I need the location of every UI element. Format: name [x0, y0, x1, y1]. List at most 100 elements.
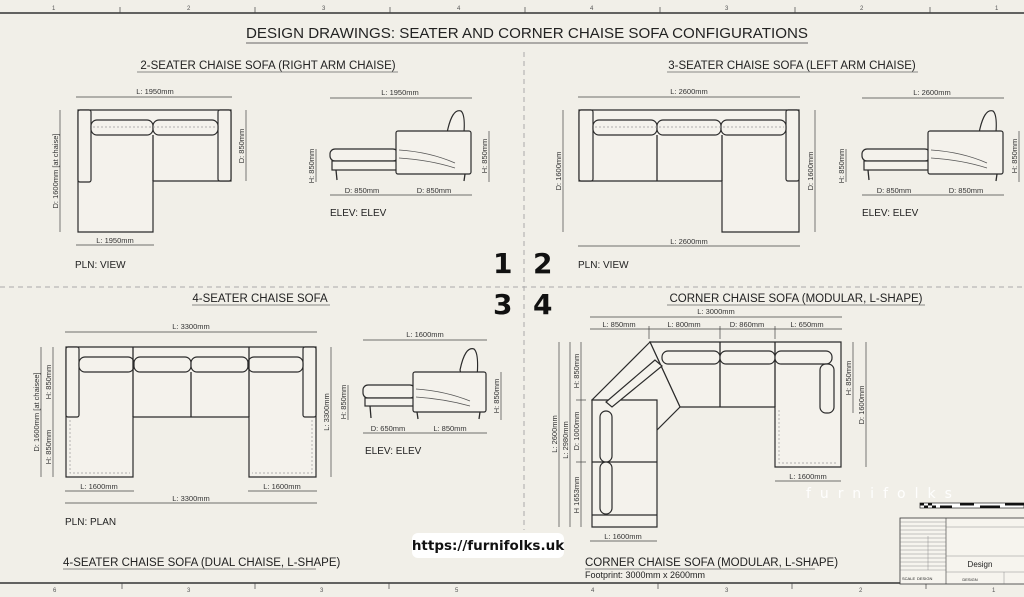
zone-label: 3	[187, 588, 191, 594]
q3-elevation-drawing	[362, 348, 487, 420]
q4-plan-right-depth: D: 1600mm	[857, 386, 866, 425]
quadrant-1: 2-SEATER CHAISE SOFA (RIGHT ARM CHAISE) …	[51, 60, 490, 271]
q4-plan-right-height: H: 850mm	[844, 361, 853, 396]
bottom-border: 6 3 3 5 4 3 2 1	[0, 582, 1024, 594]
top-border: 1 2 3 4 4 3 2 1	[0, 6, 1024, 14]
q1-elev-depth-2: D: 850mm	[417, 186, 452, 195]
q4-plan-left-length-2: L: 2980mm	[561, 421, 570, 459]
q1-plan-depth-right: D: 850mm	[237, 129, 246, 164]
q3-plan-drawing	[65, 346, 317, 478]
zone-label: 4	[457, 6, 461, 12]
q2-plan-drawing	[578, 109, 800, 233]
watermark: furnifolks	[806, 486, 961, 502]
title-block-drawn: DESIGN	[962, 577, 977, 582]
q1-plan-label: PLN: VIEW	[75, 260, 126, 271]
zone-label: 2	[859, 588, 863, 594]
zone-label: 4	[591, 588, 595, 594]
q4-plan-left-depth: D: 1000mm	[572, 412, 581, 451]
q4-plan-segment: D: 860mm	[730, 320, 765, 329]
q1-plan-drawing	[77, 109, 232, 233]
q4-plan-segment: L: 650mm	[790, 320, 823, 329]
q2-elev-height-right: H: 850mm	[1010, 139, 1019, 174]
q3-elev-length-top: L: 1600mm	[406, 330, 444, 339]
q1-elev-label: ELEV: ELEV	[330, 208, 387, 219]
quadrant-2: 3-SEATER CHAISE SOFA (LEFT ARM CHAISE) L…	[554, 60, 1020, 271]
q3-footer-title: 4-SEATER CHAISE SOFA (DUAL CHAISE, L-SHA…	[63, 557, 341, 569]
q4-footer-title: CORNER CHAISE SOFA (MODULAR, L-SHAPE)	[585, 557, 838, 569]
q4-plan-length-bottom: L: 1600mm	[604, 532, 642, 541]
zone-label: 1	[995, 6, 999, 12]
q2-elevation-drawing	[861, 110, 1004, 182]
q3-plan-label: PLN: PLAN	[65, 517, 116, 528]
q3-plan-depth-left: D: 1600mm [at chaisee]	[32, 372, 41, 451]
page-title: DESIGN DRAWINGS: SEATER AND CORNER CHAIS…	[246, 25, 808, 42]
q3-elev-depth-2: L: 850mm	[433, 424, 466, 433]
q4-plan-segment: L: 800mm	[667, 320, 700, 329]
q3-plan-height-upper: H: 850mm	[44, 365, 53, 400]
q3-plan-length-bottom: L: 3300mm	[172, 494, 210, 503]
quadrant-4: CORNER CHAISE SOFA (MODULAR, L-SHAPE)	[550, 293, 925, 580]
quadrant-number-1: 1	[493, 247, 512, 280]
title-block: SCALE DESIGN Design DESIGN	[899, 517, 1024, 585]
q1-elev-height-left: H: 850mm	[307, 149, 316, 184]
zone-label: 5	[455, 588, 459, 594]
q1-elevation-drawing	[329, 110, 472, 182]
q4-plan-drawing	[590, 340, 842, 528]
q3-elev-depth-1: D: 650mm	[371, 424, 406, 433]
zone-label: 3	[320, 588, 324, 594]
zone-label: 1	[992, 588, 996, 594]
q3-elev-label: ELEV: ELEV	[365, 446, 422, 457]
zone-label: 4	[590, 6, 594, 12]
q2-elev-length-top: L: 2600mm	[913, 88, 951, 97]
q1-elev-length-top: L: 1950mm	[381, 88, 419, 97]
zone-label: 1	[52, 6, 56, 12]
q4-plan-segment: L: 850mm	[602, 320, 635, 329]
q4-plan-length-top: L: 3000mm	[697, 307, 735, 316]
q1-elev-depth-1: D: 850mm	[345, 186, 380, 195]
zone-label: 3	[322, 6, 326, 12]
q1-plan-length-bottom: L: 1950mm	[96, 236, 134, 245]
zone-label: 2	[187, 6, 191, 12]
q2-plan-length-bottom: L: 2600mm	[670, 237, 708, 246]
q4-plan-left-length-1: L: 2600mm	[550, 415, 559, 453]
title-block-scale-value: DESIGN	[917, 576, 932, 581]
q4-plan-left-height: H: 850mm	[572, 354, 581, 389]
q2-plan-length-top: L: 2600mm	[670, 87, 708, 96]
q4-title: CORNER CHAISE SOFA (MODULAR, L-SHAPE)	[669, 293, 922, 305]
q3-plan-length-right: L: 3300mm	[322, 393, 331, 431]
zone-label: 6	[53, 588, 57, 594]
quadrant-3: 4-SEATER CHAISE SOFA L: 3300mm D: 1600mm…	[32, 293, 502, 570]
q2-elev-height-left: H: 850mm	[837, 149, 846, 184]
q4-footprint: Footprint: 3000mm x 2600mm	[585, 570, 705, 580]
q4-plan-chaise-length: L: 1600mm	[789, 472, 827, 481]
q1-title: 2-SEATER CHAISE SOFA (RIGHT ARM CHAISE)	[140, 60, 395, 72]
zone-label: 3	[725, 6, 729, 12]
q3-title: 4-SEATER CHAISE SOFA	[192, 293, 328, 305]
q3-plan-chaise-left: L: 1600mm	[80, 482, 118, 491]
q1-plan-depth-left: D: 1600mm [at chaise]	[51, 133, 60, 208]
quadrant-number-2: 2	[533, 247, 552, 280]
q2-plan-depth-right: D: 1600mm	[806, 152, 815, 191]
q3-plan-length-top: L: 3300mm	[172, 322, 210, 331]
zone-label: 3	[725, 588, 729, 594]
zone-label: 2	[860, 6, 864, 12]
q3-elev-height-left: H: 850mm	[339, 385, 348, 420]
q2-plan-label: PLN: VIEW	[578, 260, 629, 271]
q1-elev-height-right: H: 850mm	[480, 139, 489, 174]
q2-elev-label: ELEV: ELEV	[862, 208, 919, 219]
title-block-scale-label: SCALE	[902, 576, 915, 581]
quadrant-number-4: 4	[533, 288, 552, 321]
q2-title: 3-SEATER CHAISE SOFA (LEFT ARM CHAISE)	[668, 60, 916, 72]
q2-elev-depth-2: D: 850mm	[949, 186, 984, 195]
quadrant-number-3: 3	[493, 288, 512, 321]
q3-elev-height-right: H: 850mm	[492, 379, 501, 414]
q1-plan-length-top: L: 1950mm	[136, 87, 174, 96]
website-url-badge[interactable]: https://furnifolks.uk	[412, 533, 564, 558]
q3-plan-height-lower: H: 850mm	[44, 430, 53, 465]
q2-elev-depth-1: D: 850mm	[877, 186, 912, 195]
q4-plan-left-height-2: H 1653mm	[572, 477, 581, 514]
q2-plan-depth-left: D: 1600mm	[554, 152, 563, 191]
scale-bar	[919, 502, 1024, 509]
q3-plan-chaise-right: L: 1600mm	[263, 482, 301, 491]
